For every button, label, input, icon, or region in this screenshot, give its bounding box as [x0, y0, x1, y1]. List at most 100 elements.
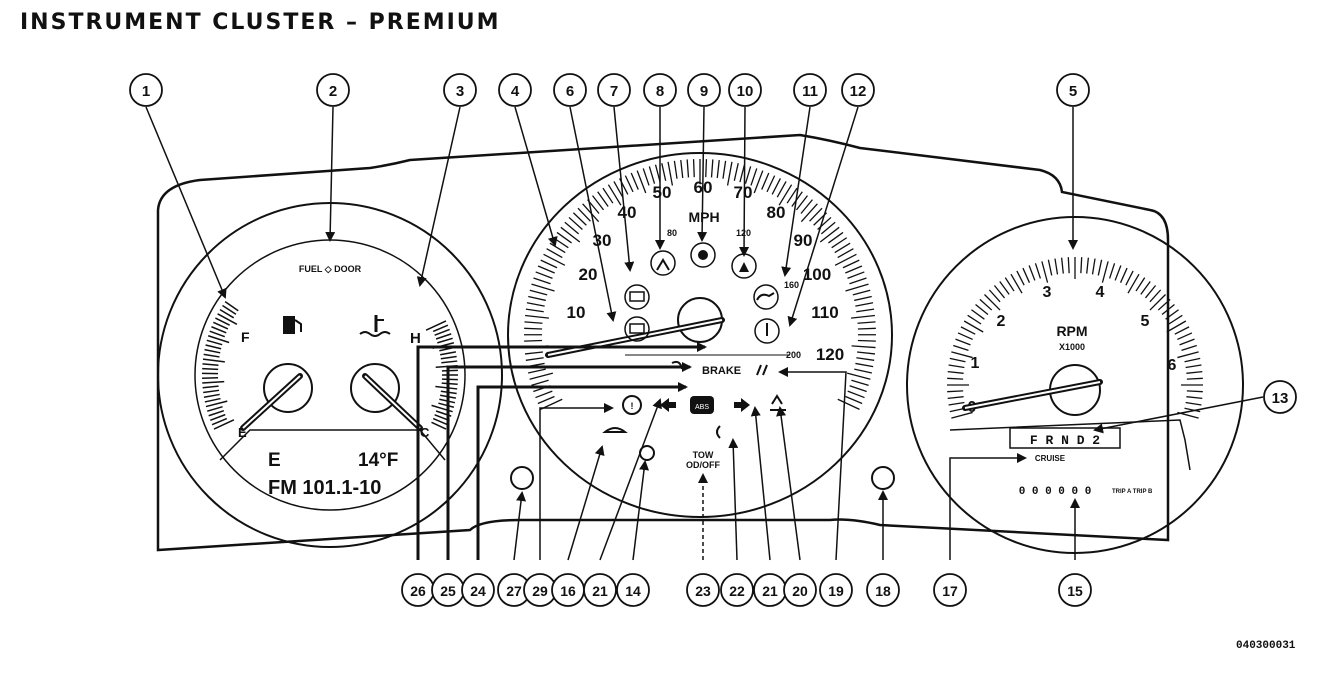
- gauge-tick: [1186, 390, 1203, 393]
- speed-number: 100: [803, 265, 831, 284]
- gauge-tick: [204, 397, 221, 403]
- gauge-tick: [845, 283, 869, 292]
- callout-number: 13: [1272, 390, 1289, 407]
- gauge-tick: [1149, 294, 1166, 311]
- gauge-tick: [776, 181, 787, 198]
- tach-number: 1: [971, 355, 980, 372]
- speed-number: 40: [618, 203, 637, 222]
- gauge-tick: [1135, 277, 1146, 292]
- seatbelt-icon: [650, 250, 676, 276]
- callout-circle: [728, 73, 762, 107]
- callout-circle: [461, 573, 495, 607]
- gauge-tick: [531, 283, 555, 292]
- gauge-tick: [537, 265, 555, 274]
- gauge-tick: [1114, 265, 1122, 281]
- leader-line: [416, 342, 707, 560]
- temp-cold-mark: C: [420, 425, 430, 440]
- callout-number: 10: [737, 83, 754, 100]
- gauge-tick: [753, 170, 764, 194]
- gauge-tick: [205, 400, 228, 408]
- gauge-tick: [1028, 265, 1036, 281]
- gauge-tick: [949, 357, 966, 363]
- gauge-tick: [438, 402, 455, 408]
- tach-number: 6: [1168, 357, 1177, 374]
- gauge-tick: [722, 160, 727, 179]
- speed-number: 20: [579, 265, 598, 284]
- gauge-tick: [613, 181, 624, 198]
- high-beam-icon: [602, 427, 628, 433]
- gauge-tick: [791, 191, 803, 207]
- gauge-tick: [202, 363, 219, 366]
- tachometer-ticks: [947, 257, 1203, 419]
- gauge-tick: [857, 351, 876, 355]
- callout-number: 27: [506, 583, 522, 599]
- gauge-tick: [828, 231, 844, 244]
- gauge-tick: [1108, 263, 1116, 279]
- callout-number: 7: [610, 83, 618, 100]
- gauge-tick: [209, 330, 226, 338]
- callout-circle: [720, 573, 754, 607]
- speed-number: 50: [653, 183, 672, 202]
- temp-gauge-ticks: [425, 320, 458, 430]
- reset-button-left[interactable]: [510, 466, 534, 490]
- km-200-label: 200: [786, 350, 801, 360]
- gauge-tick: [967, 314, 982, 325]
- abs-icon: ABS: [690, 396, 714, 414]
- gauge-tick: [440, 355, 457, 360]
- gauge-tick: [224, 300, 239, 312]
- svg-text:ABS: ABS: [695, 404, 709, 411]
- gauge-tick: [857, 339, 876, 342]
- speed-unit: MPH: [688, 209, 719, 225]
- tach-number: 3: [1043, 284, 1052, 301]
- callout-number: 17: [942, 583, 958, 599]
- gauge-tick: [975, 303, 989, 316]
- gauge-tick: [979, 298, 993, 311]
- gauge-tick: [834, 242, 851, 254]
- gauge-tick: [1184, 357, 1201, 363]
- fuel-pump-icon: [283, 316, 302, 334]
- callout-circle: [687, 73, 721, 107]
- gauge-tick: [432, 417, 449, 426]
- gauge-tick: [971, 309, 985, 320]
- leader-line: [416, 106, 461, 287]
- gauge-tick: [845, 395, 863, 405]
- gauge-tick: [993, 285, 1006, 299]
- gauge-tick: [857, 321, 876, 324]
- gauge-tick: [602, 187, 614, 204]
- gauge-tick: [211, 417, 228, 426]
- km-160-label: 160: [784, 280, 799, 290]
- gauge-tick: [1185, 401, 1202, 406]
- gauge-tick: [425, 320, 447, 331]
- gauge-tick: [1184, 407, 1201, 413]
- gauge-tick: [630, 172, 639, 190]
- speedometer-ticks: [523, 159, 877, 410]
- gauge-tick: [535, 271, 553, 279]
- gauge-tick: [999, 281, 1010, 295]
- display-compass: E: [268, 450, 281, 471]
- gauge-tick: [528, 368, 546, 374]
- gauge-tick: [1181, 344, 1197, 352]
- gauge-tick: [851, 379, 869, 387]
- gauge-tick: [680, 159, 684, 179]
- battery-icon: [624, 316, 650, 342]
- callout-number: 1: [142, 83, 150, 100]
- gauge-tick: [1165, 309, 1179, 320]
- callout-number: 24: [470, 583, 486, 599]
- gauge-tick: [766, 175, 776, 193]
- gauge-tick: [210, 413, 226, 421]
- gauge-tick: [955, 338, 971, 346]
- speed-number: 70: [734, 183, 753, 202]
- gauge-tick: [529, 289, 548, 296]
- gauge-tick: [1149, 289, 1162, 303]
- gauge-tick: [947, 390, 964, 393]
- km-80-label: 80: [667, 228, 677, 238]
- fuel-empty-mark: E: [238, 425, 247, 440]
- gauge-tick: [953, 344, 969, 352]
- callout-circle: [443, 73, 477, 107]
- gauge-tick: [739, 164, 746, 183]
- tach-number: 2: [997, 313, 1006, 330]
- oil-pressure-icon: [753, 284, 779, 310]
- reset-button-right[interactable]: [871, 466, 895, 490]
- callout-number: 18: [875, 583, 891, 599]
- gauge-tick: [795, 195, 808, 211]
